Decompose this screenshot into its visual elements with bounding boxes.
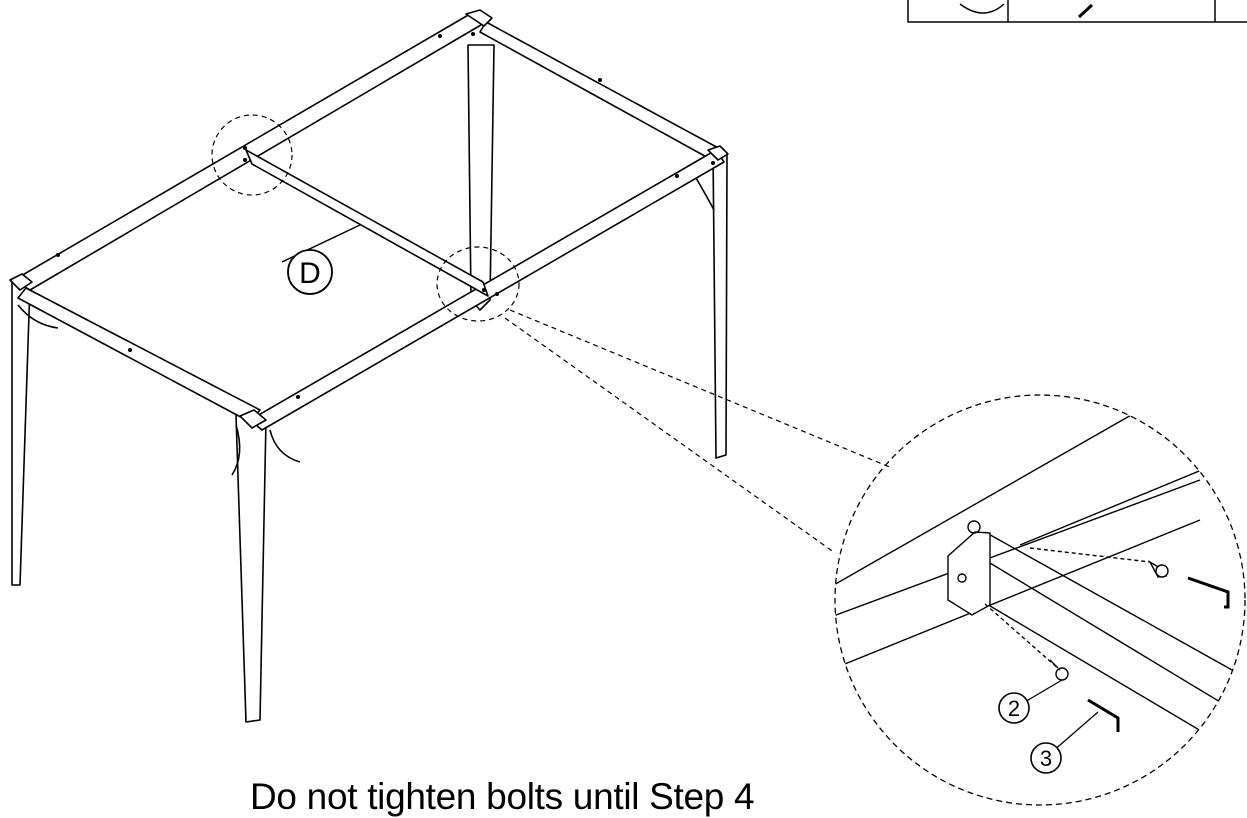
rail-right-short bbox=[479, 21, 723, 161]
detail-markers bbox=[211, 114, 893, 554]
parts-table-fragment bbox=[907, 0, 1247, 23]
callout-circle-d bbox=[287, 249, 333, 295]
detail-zoom: 2 3 bbox=[834, 394, 1246, 806]
leg-front bbox=[235, 414, 267, 723]
rail-center-d bbox=[245, 149, 489, 297]
instruction-caption: Do not tighten bolts until Step 4 bbox=[250, 776, 755, 817]
callout-3: 3 bbox=[1040, 746, 1052, 771]
callout-circle-3 bbox=[1030, 742, 1062, 774]
table-frame bbox=[9, 9, 729, 723]
bolt-holes bbox=[56, 32, 715, 399]
callout-2: 2 bbox=[1008, 696, 1020, 721]
callout-circle-2 bbox=[998, 692, 1030, 724]
rail-left-short bbox=[17, 287, 261, 423]
rail-front bbox=[249, 149, 725, 431]
callout-d: D bbox=[299, 257, 321, 290]
leg-right bbox=[712, 149, 728, 459]
leg-left bbox=[11, 279, 31, 586]
leg-back-right bbox=[467, 44, 495, 311]
